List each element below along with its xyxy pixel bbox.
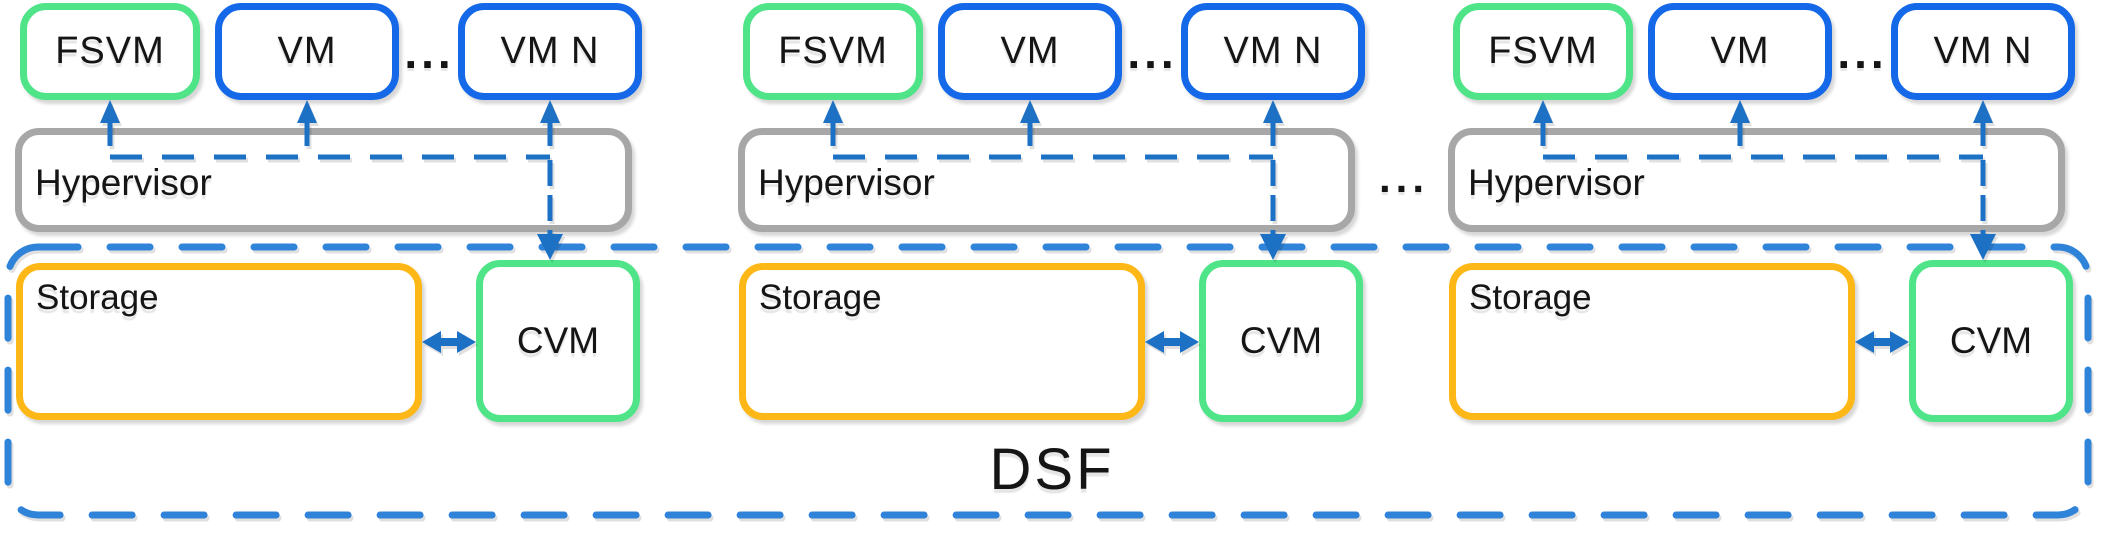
connection-arrows [823, 100, 1286, 353]
cvm-label: CVM [1949, 320, 2033, 361]
cvm-label: CVM [516, 320, 600, 361]
storage-label: Storage [1469, 278, 1592, 317]
storage-label: Storage [759, 278, 882, 317]
vm-n-label: VM N [1933, 30, 2033, 72]
vm-up-arrow-icon [1730, 100, 1750, 146]
vm-label: VM [277, 30, 337, 72]
vm-ellipsis: ... [1837, 25, 1888, 78]
storage-cvm-double-arrow-icon [422, 331, 476, 353]
cvm-down-arrow-icon [1260, 160, 1286, 260]
cvm-down-arrow-icon [1970, 160, 1996, 260]
hypervisor-label: Hypervisor [1468, 162, 1645, 203]
vmn-up-arrow-icon [540, 100, 560, 146]
fsvm-box: FSVM [1453, 3, 1633, 100]
storage-cvm-double-arrow-icon [1145, 331, 1199, 353]
vm-n-label: VM N [1223, 30, 1323, 72]
vm-n-box: VM N [458, 3, 642, 100]
fsvm-up-arrow-icon [1533, 100, 1553, 146]
storage-box: Storage [1449, 263, 1855, 420]
fsvm-label: FSVM [778, 30, 888, 72]
vm-box: VM [1648, 3, 1832, 100]
dsf-label: DSF [989, 437, 1115, 502]
hypervisor-box: Hypervisor [738, 128, 1355, 232]
cvm-box: CVM [476, 260, 640, 422]
vm-n-box: VM N [1181, 3, 1365, 100]
vm-label: VM [1710, 30, 1770, 72]
vm-box: VM [938, 3, 1122, 100]
node-1: FSVM VM ... VM N Hypervisor Storage CVM [15, 0, 643, 540]
vm-n-box: VM N [1891, 3, 2075, 100]
cvm-box: CVM [1909, 260, 2073, 422]
node-2: FSVM VM ... VM N Hypervisor Storage CVM [738, 0, 1366, 540]
hypervisor-label: Hypervisor [758, 162, 935, 203]
fsvm-up-arrow-icon [100, 100, 120, 146]
storage-cvm-double-arrow-icon [1855, 331, 1909, 353]
vm-label: VM [1000, 30, 1060, 72]
fsvm-box: FSVM [743, 3, 923, 100]
vm-ellipsis: ... [404, 25, 455, 78]
connection-arrows [100, 100, 563, 353]
hypervisor-box: Hypervisor [15, 128, 632, 232]
vm-box: VM [215, 3, 399, 100]
cvm-label: CVM [1239, 320, 1323, 361]
fsvm-label: FSVM [1488, 30, 1598, 72]
host-ellipsis: ... [1378, 154, 1429, 201]
cvm-box: CVM [1199, 260, 1363, 422]
hypervisor-box: Hypervisor [1448, 128, 2065, 232]
hypervisor-label: Hypervisor [35, 162, 212, 203]
vm-n-label: VM N [500, 30, 600, 72]
fsvm-box: FSVM [20, 3, 200, 100]
dsf-dashed-border [4, 243, 2092, 519]
vmn-up-arrow-icon [1263, 100, 1283, 146]
node-n: FSVM VM ... VM N Hypervisor Storage CVM [1448, 0, 2076, 540]
storage-box: Storage [739, 263, 1145, 420]
storage-box: Storage [16, 263, 422, 420]
storage-label: Storage [36, 278, 159, 317]
fsvm-up-arrow-icon [823, 100, 843, 146]
fsvm-label: FSVM [55, 30, 165, 72]
connection-arrows [1533, 100, 1996, 353]
vmn-up-arrow-icon [1973, 100, 1993, 146]
cvm-down-arrow-icon [537, 160, 563, 260]
vm-ellipsis: ... [1127, 25, 1178, 78]
vm-up-arrow-icon [297, 100, 317, 146]
vm-up-arrow-icon [1020, 100, 1040, 146]
